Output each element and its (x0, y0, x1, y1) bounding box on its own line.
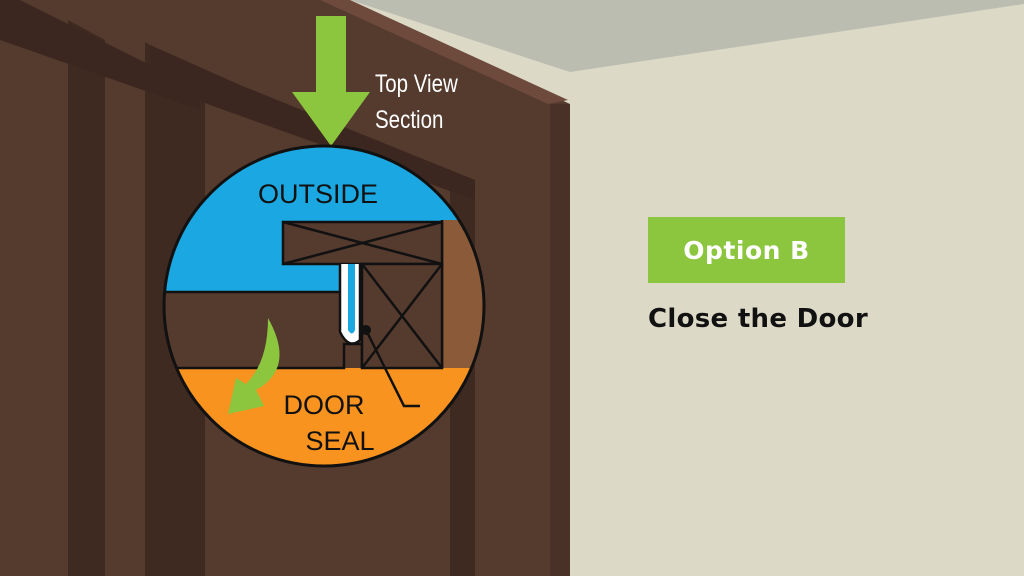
ceiling (350, 0, 1024, 72)
top-view-line2: Section (375, 106, 444, 134)
instruction-text: Close the Door (648, 304, 868, 334)
option-badge: Option B (648, 217, 845, 283)
section-circle-outline (162, 144, 486, 468)
option-label: Option B (683, 235, 810, 265)
top-view-line1: Top View (375, 70, 458, 98)
stop-frame (360, 262, 444, 370)
swing-arrow-icon (228, 318, 280, 414)
seal-pointer-line (364, 329, 420, 408)
door-top-bevel (320, 0, 568, 104)
door-label: DOOR (284, 390, 365, 420)
top-view-caption: Top View Section (375, 66, 458, 138)
door-edge (550, 104, 570, 576)
outside-label: OUTSIDE (258, 179, 378, 209)
down-arrow-icon (292, 16, 370, 146)
door-rail-top (0, 0, 200, 110)
seal-label: SEAL (305, 426, 374, 456)
header-frame (281, 220, 444, 266)
door-stile-left (68, 20, 105, 576)
